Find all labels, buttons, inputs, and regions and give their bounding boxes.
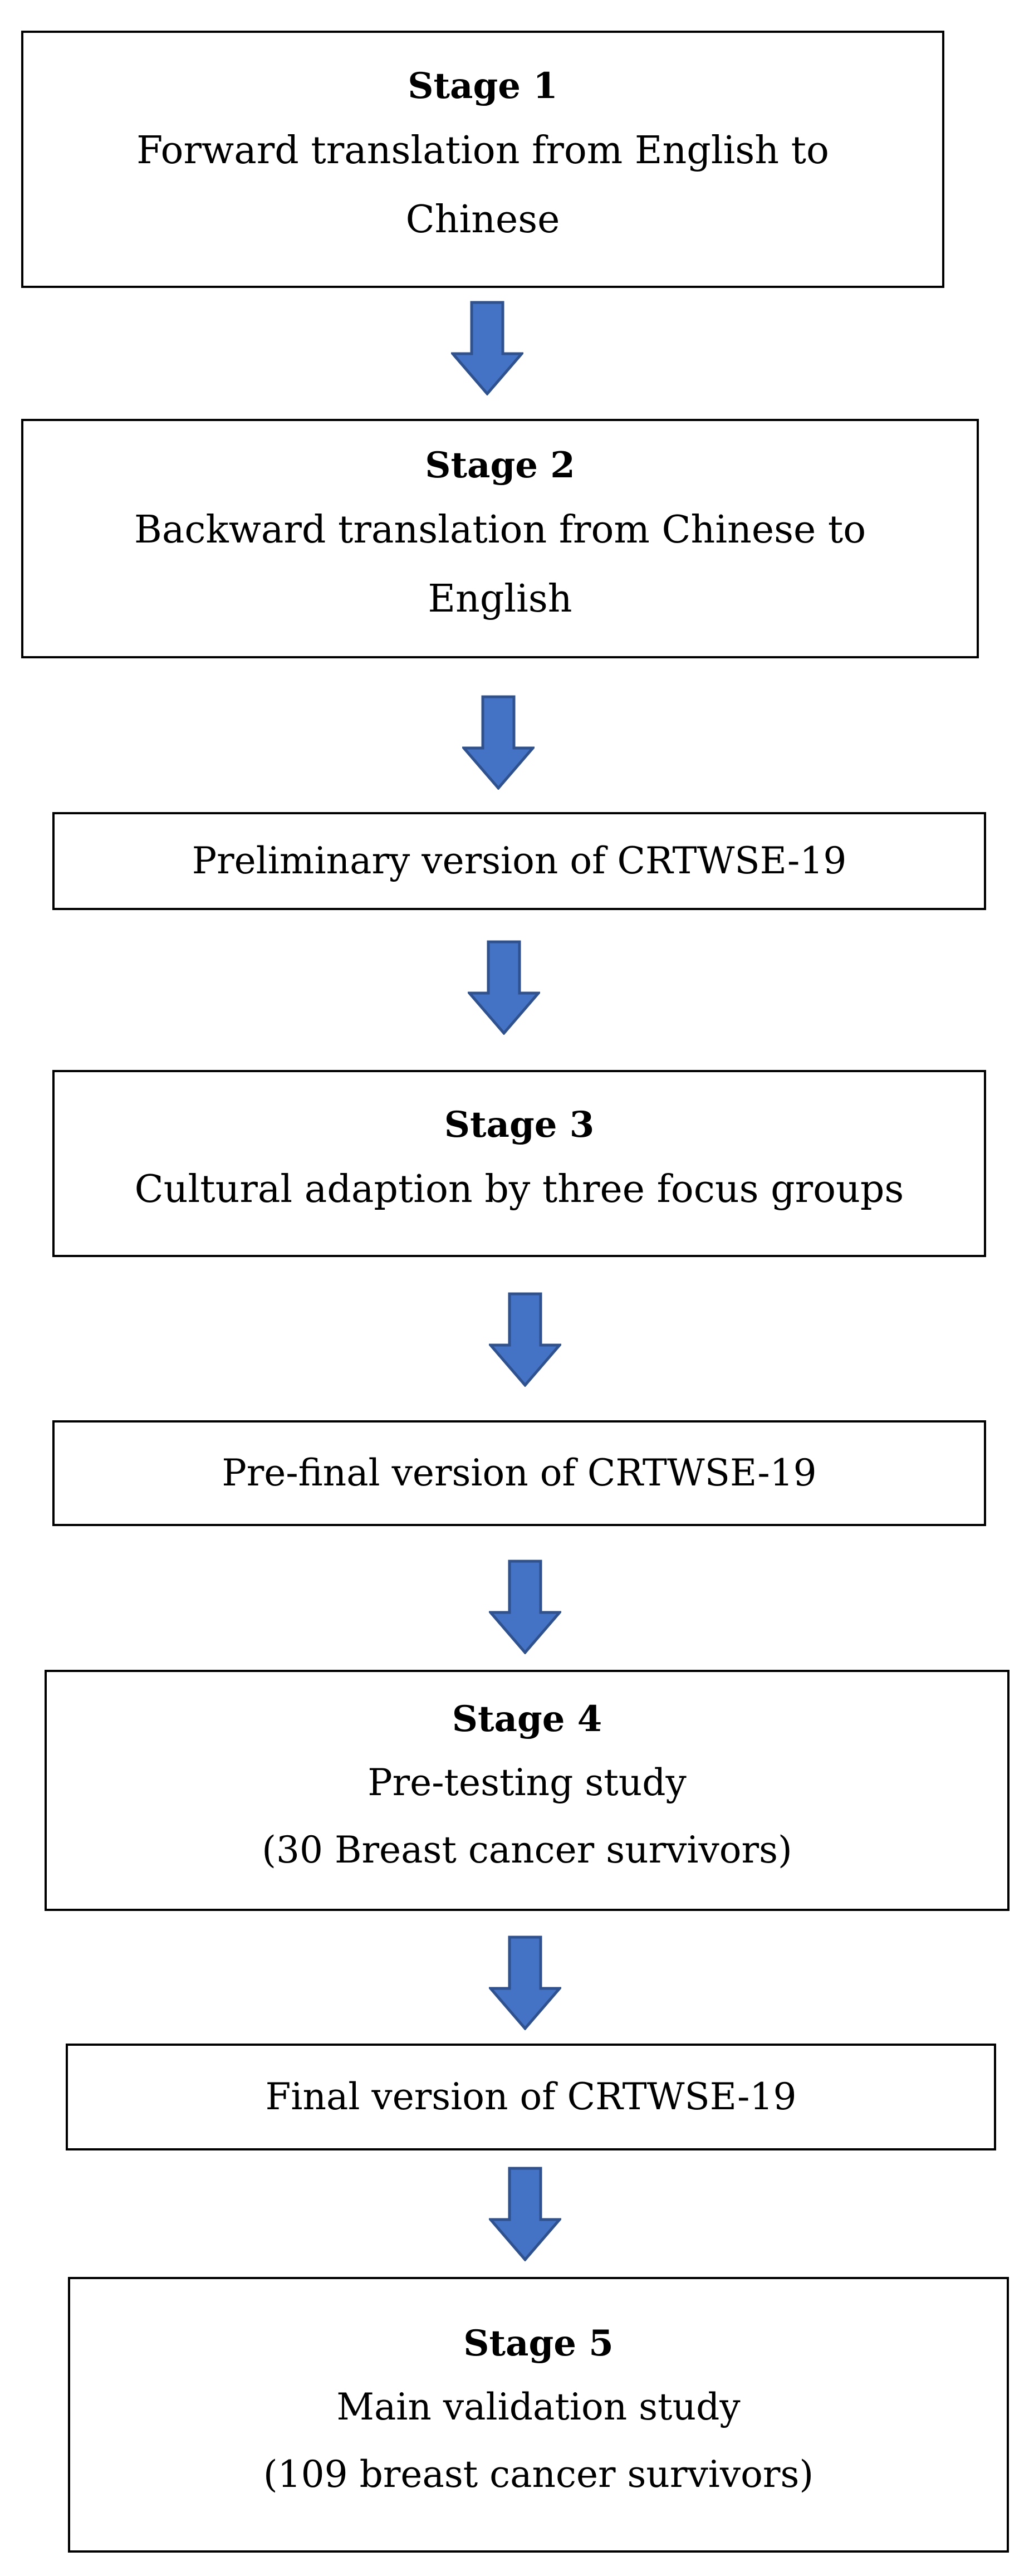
final-version-label: Final version of CRTWSE-19 (265, 2075, 797, 2119)
stage-1-line-2: Chinese (405, 198, 560, 242)
stage-3-box: Stage 3 Cultural adaption by three focus… (52, 1070, 986, 1257)
stage-1-title: Stage 1 (408, 65, 558, 107)
arrow-down-icon (489, 1292, 561, 1387)
stage-4-line-1: Pre-testing study (367, 1761, 687, 1805)
stage-2-title: Stage 2 (425, 444, 575, 487)
stage-2-box: Stage 2 Backward translation from Chines… (21, 419, 979, 658)
stage-5-title: Stage 5 (463, 2323, 614, 2365)
arrow-down-icon (462, 695, 535, 790)
stage-4-line-2: (30 Breast cancer survivors) (262, 1828, 792, 1871)
stage-4-box: Stage 4 Pre-testing study (30 Breast can… (45, 1670, 1010, 1911)
stage-4-title: Stage 4 (452, 1698, 602, 1741)
stage-2-line-2: English (428, 577, 572, 621)
preliminary-version-box: Preliminary version of CRTWSE-19 (52, 812, 986, 910)
stage-1-box: Stage 1 Forward translation from English… (21, 31, 944, 288)
arrow-down-icon (489, 1935, 561, 2030)
prefinal-version-box: Pre-final version of CRTWSE-19 (52, 1420, 986, 1526)
stage-3-title: Stage 3 (444, 1104, 595, 1146)
arrow-down-icon (489, 1560, 561, 1654)
final-version-box: Final version of CRTWSE-19 (66, 2044, 996, 2150)
stage-5-line-2: (109 breast cancer survivors) (263, 2452, 814, 2496)
arrow-down-icon (468, 940, 540, 1035)
stage-5-line-1: Main validation study (336, 2386, 741, 2429)
preliminary-version-label: Preliminary version of CRTWSE-19 (192, 839, 847, 883)
stage-1-line-1: Forward translation from English to (136, 129, 829, 173)
stage-3-line-1: Cultural adaption by three focus groups (134, 1167, 904, 1212)
arrow-down-icon (451, 301, 523, 395)
stage-2-line-1: Backward translation from Chinese to (134, 508, 866, 553)
stage-5-box: Stage 5 Main validation study (109 breas… (68, 2277, 1009, 2553)
prefinal-version-label: Pre-final version of CRTWSE-19 (222, 1451, 817, 1495)
arrow-down-icon (489, 2167, 561, 2261)
